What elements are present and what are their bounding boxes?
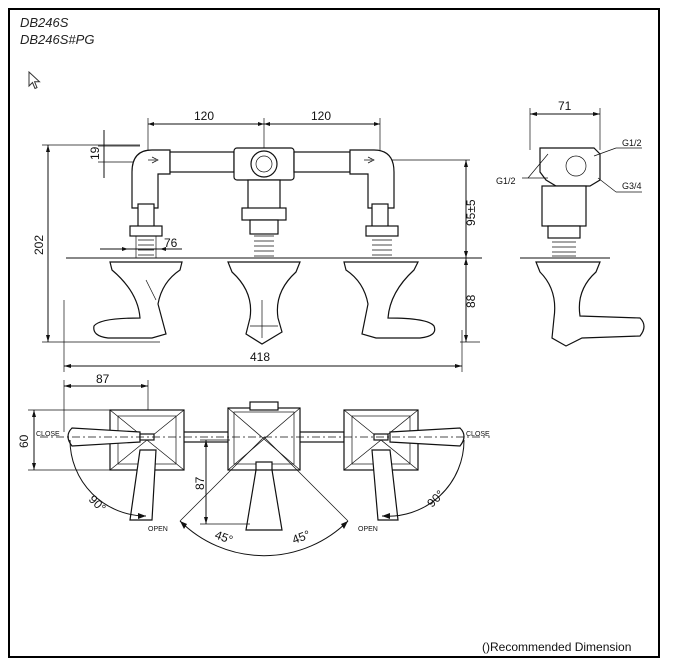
plan-view: 87 60 — [17, 372, 490, 557]
angle-45-left: 45° — [213, 528, 235, 547]
side-elevation: 71 G1/2 G1/2 G3/4 — [496, 99, 645, 347]
recommended-dimension-note: ()Recommended Dimension — [482, 640, 632, 654]
dim-202: 202 — [32, 235, 46, 255]
angle-90-right: 90° — [424, 487, 447, 510]
dim-71: 71 — [558, 99, 572, 113]
dim-418: 418 — [250, 350, 270, 364]
dim-88: 88 — [464, 294, 478, 308]
angle-45-right: 45° — [290, 527, 312, 546]
dim-19: 19 — [88, 146, 102, 160]
label-close-right: CLOSE — [466, 431, 490, 438]
thread-label-g12-top: G1/2 — [622, 138, 642, 148]
dim-120-right: 120 — [311, 109, 331, 123]
dim-95: 95±5 — [464, 199, 478, 226]
label-open-right: OPEN — [358, 526, 378, 533]
dim-87-top: 87 — [96, 372, 110, 386]
mouse-cursor-icon — [28, 71, 41, 90]
thread-label-g34: G3/4 — [622, 181, 642, 191]
dim-76: 76 — [164, 236, 178, 250]
label-open-left: OPEN — [148, 526, 168, 533]
dim-87-vertical: 87 — [193, 476, 207, 490]
model-number-secondary: DB246S#PG — [20, 32, 95, 47]
model-number-primary: DB246S — [20, 15, 69, 30]
thread-label-g12-side: G1/2 — [496, 176, 516, 186]
front-elevation: 120 120 19 202 95±5 88 76 — [32, 109, 482, 372]
angle-90-left: 90° — [86, 492, 109, 515]
dim-120-left: 120 — [194, 109, 214, 123]
label-close-left: CLOSE — [36, 431, 60, 438]
dim-60: 60 — [17, 434, 31, 448]
